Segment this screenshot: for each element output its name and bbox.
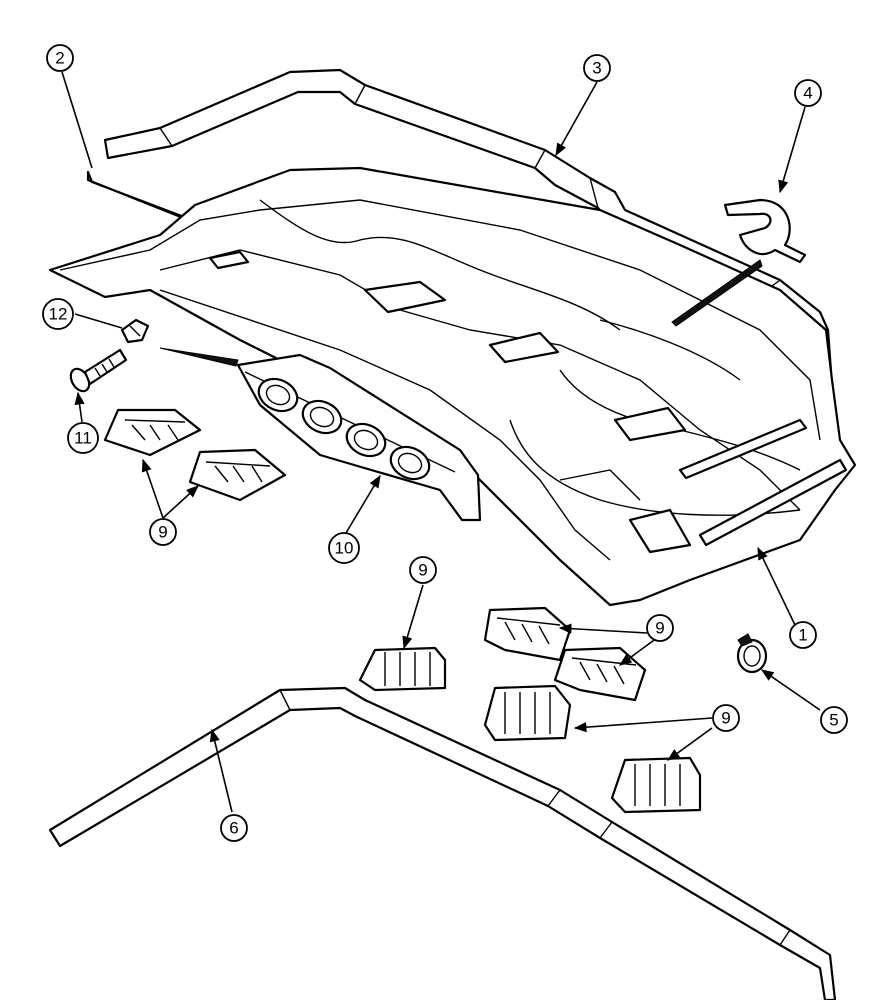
grille-middle-right-1 — [483, 606, 572, 662]
callout-9-upper-left: 9 — [149, 518, 177, 546]
callout-9-right-lower: 9 — [712, 704, 740, 732]
grille-lower-right-2 — [610, 756, 702, 814]
leader-5 — [760, 669, 821, 711]
callout-9-right-upper: 9 — [646, 614, 674, 642]
callout-5: 5 — [820, 706, 848, 734]
callout-9-right-upper-label: 9 — [655, 619, 664, 638]
headliner-panel — [48, 166, 857, 607]
callout-1: 1 — [789, 621, 817, 649]
callout-11-label: 11 — [74, 429, 92, 448]
callout-12-label: 12 — [49, 305, 68, 324]
leader-4 — [778, 106, 806, 194]
grille-upper-left-1 — [103, 408, 202, 457]
callout-10-label: 10 — [335, 539, 354, 558]
leader-9c-1 — [558, 623, 648, 634]
vent-console — [159, 347, 482, 522]
callout-5-label: 5 — [829, 711, 838, 730]
leader-2 — [61, 71, 93, 169]
grille-upper-left-2 — [188, 448, 287, 502]
callout-3-label: 3 — [592, 59, 601, 78]
callout-1-label: 1 — [798, 626, 807, 645]
leader-9d-2 — [666, 727, 713, 761]
callout-4-label: 4 — [803, 84, 812, 103]
leader-9b — [402, 584, 424, 650]
leader-9a-2 — [162, 485, 199, 519]
screw — [69, 348, 128, 393]
spring-clip — [723, 198, 807, 264]
callout-6-label: 6 — [229, 819, 238, 838]
leader-lines — [61, 71, 821, 813]
callout-2-label: 2 — [55, 49, 64, 68]
leader-12 — [74, 313, 123, 329]
grille-middle-left — [358, 646, 447, 692]
leader-9c-2 — [618, 637, 658, 666]
leader-11 — [74, 391, 85, 423]
leader-6 — [209, 728, 233, 813]
callout-9-right-lower-label: 9 — [721, 709, 730, 728]
callout-2: 2 — [46, 44, 74, 72]
lower-trim-strip — [48, 686, 837, 1000]
retainer-clip — [120, 318, 150, 344]
callout-6: 6 — [220, 814, 248, 842]
leader-9a-1 — [141, 458, 164, 519]
leader-1 — [757, 546, 796, 626]
callout-3: 3 — [583, 54, 611, 82]
grille-lower-right-1 — [483, 684, 572, 742]
callout-10: 10 — [328, 532, 360, 564]
callout-9-middle-label: 9 — [418, 561, 427, 580]
callout-9-upper-left-label: 9 — [158, 523, 167, 542]
callout-4: 4 — [794, 79, 822, 107]
leader-10 — [345, 474, 381, 534]
callout-9-middle: 9 — [409, 556, 437, 584]
callout-12: 12 — [42, 298, 74, 330]
leader-3 — [555, 81, 598, 157]
leader-9d-1 — [573, 717, 713, 733]
hose-clamp — [736, 633, 768, 674]
callout-11: 11 — [67, 422, 99, 454]
